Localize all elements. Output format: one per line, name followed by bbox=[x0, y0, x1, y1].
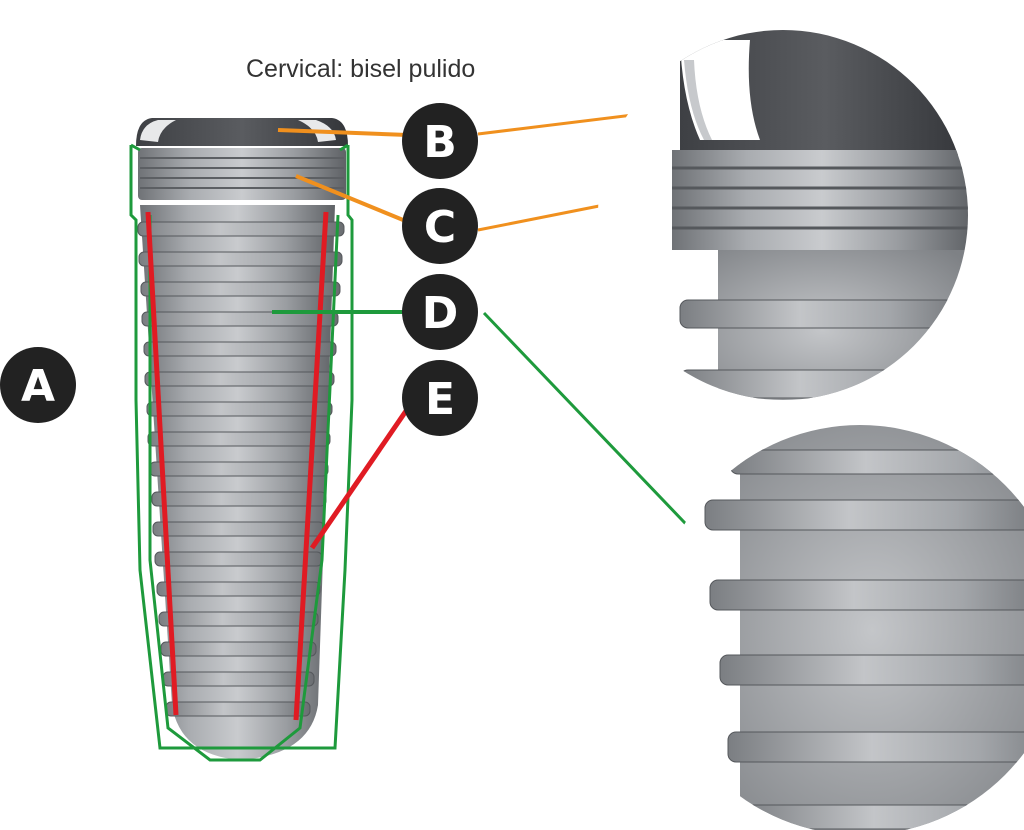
green-outline bbox=[129, 143, 354, 762]
leader-b-left bbox=[277, 128, 409, 137]
implant-threads bbox=[137, 221, 345, 717]
badge-b-label: B bbox=[423, 117, 457, 168]
leader-c-left bbox=[295, 174, 409, 224]
leader-e bbox=[309, 406, 411, 550]
badge-e: E bbox=[402, 360, 478, 436]
zoom-bottom-detail bbox=[655, 425, 1024, 830]
badge-d-label: D bbox=[422, 288, 459, 339]
caption-label: Cervical: bisel pulido bbox=[246, 55, 475, 83]
badge-b: B bbox=[402, 103, 478, 179]
cervical-microthreads bbox=[138, 148, 346, 200]
badge-a-label: A bbox=[21, 361, 55, 412]
badge-d: D bbox=[402, 274, 478, 350]
badge-e-label: E bbox=[425, 374, 455, 425]
badge-a: A bbox=[0, 347, 76, 423]
badge-c: C bbox=[402, 188, 478, 264]
taper-lines bbox=[145, 211, 329, 721]
zoom-top-detail bbox=[598, 30, 968, 400]
badge-c-label: C bbox=[424, 202, 456, 253]
implant-body bbox=[136, 118, 348, 760]
